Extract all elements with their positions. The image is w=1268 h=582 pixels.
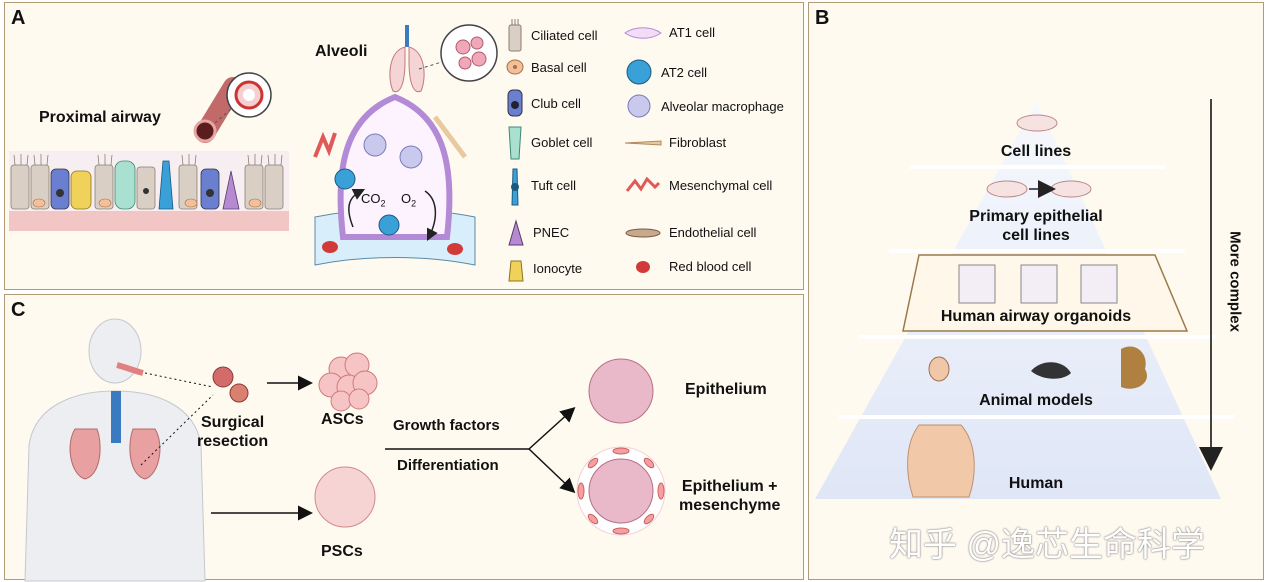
club-cell-icon <box>507 89 523 117</box>
airway-tube-icon <box>193 72 272 143</box>
legend-at2-cell: AT2 cell <box>625 59 707 85</box>
differentiation-label: Differentiation <box>397 457 499 474</box>
legend-club-cell: Club cell <box>507 89 581 117</box>
airway-epithelium-illustration <box>9 151 289 231</box>
ascs-label: ASCs <box>321 411 364 428</box>
legend-endothelial-cell: Endothelial cell <box>625 225 756 240</box>
o2-label: O2 <box>401 191 417 209</box>
layer-human-airway-organoids: Human airway organoids <box>940 308 1132 325</box>
basal-cell-icon <box>506 59 524 75</box>
panel-c-illustration <box>24 318 666 582</box>
panel-c: C <box>4 294 804 582</box>
panel-a-label: A <box>11 7 26 29</box>
red-blood-cell-icon <box>636 260 650 273</box>
co2-label: CO2 <box>361 191 386 209</box>
fibroblast-icon <box>624 139 662 146</box>
more-complex-label: More complex <box>1226 231 1244 332</box>
ionocyte-icon <box>508 260 524 282</box>
pnec-icon <box>508 219 524 246</box>
watermark: 知乎 @逸芯生命科学 <box>889 526 1205 564</box>
goblet-cell-icon <box>508 126 522 160</box>
model-pyramid <box>815 99 1235 499</box>
mesenchymal-cell-icon <box>625 176 661 192</box>
layer-cell-lines: Cell lines <box>1000 143 1072 160</box>
legend-goblet-cell: Goblet cell <box>507 125 592 160</box>
endothelial-cell-icon <box>625 228 661 237</box>
legend-red-blood-cell: Red blood cell <box>625 259 751 274</box>
legend-mesenchymal-cell: Mesenchymal cell <box>625 176 772 193</box>
layer-human: Human <box>1008 475 1064 492</box>
legend-basal-cell: Basal cell <box>506 59 587 75</box>
legend-pnec: PNEC <box>507 219 569 246</box>
legend-tuft-cell: Tuft cell <box>507 165 576 206</box>
at2-cell-icon <box>626 59 652 85</box>
tuft-cell-icon <box>511 168 519 206</box>
proximal-airway-title: Proximal airway <box>39 109 161 126</box>
epithelium-mesenchyme-label: Epithelium +mesenchyme <box>679 478 781 514</box>
alveolar-macrophage-icon <box>627 94 651 118</box>
panel-a: A Proximal airway <box>4 2 804 290</box>
epithelium-label: Epithelium <box>685 381 767 398</box>
growth-factors-label: Growth factors <box>393 417 500 434</box>
pscs-label: PSCs <box>321 543 363 560</box>
panel-c-label: C <box>11 299 26 321</box>
legend-alveolar-macrophage: Alveolar macrophage <box>625 93 784 119</box>
at1-cell-icon <box>624 26 662 39</box>
ciliated-cell-icon <box>508 19 522 52</box>
legend-at1-cell: AT1 cell <box>624 25 715 40</box>
alveolus-illustration <box>313 93 476 266</box>
layer-animal-models: Animal models <box>979 392 1093 409</box>
alveoli-title: Alveoli <box>315 43 368 60</box>
lungs-icon <box>389 24 498 93</box>
legend-fibroblast: Fibroblast <box>624 135 726 150</box>
legend-ionocyte: Ionocyte <box>507 253 582 283</box>
panel-b-label: B <box>815 7 830 29</box>
legend-ciliated-cell: Ciliated cell <box>507 19 597 52</box>
